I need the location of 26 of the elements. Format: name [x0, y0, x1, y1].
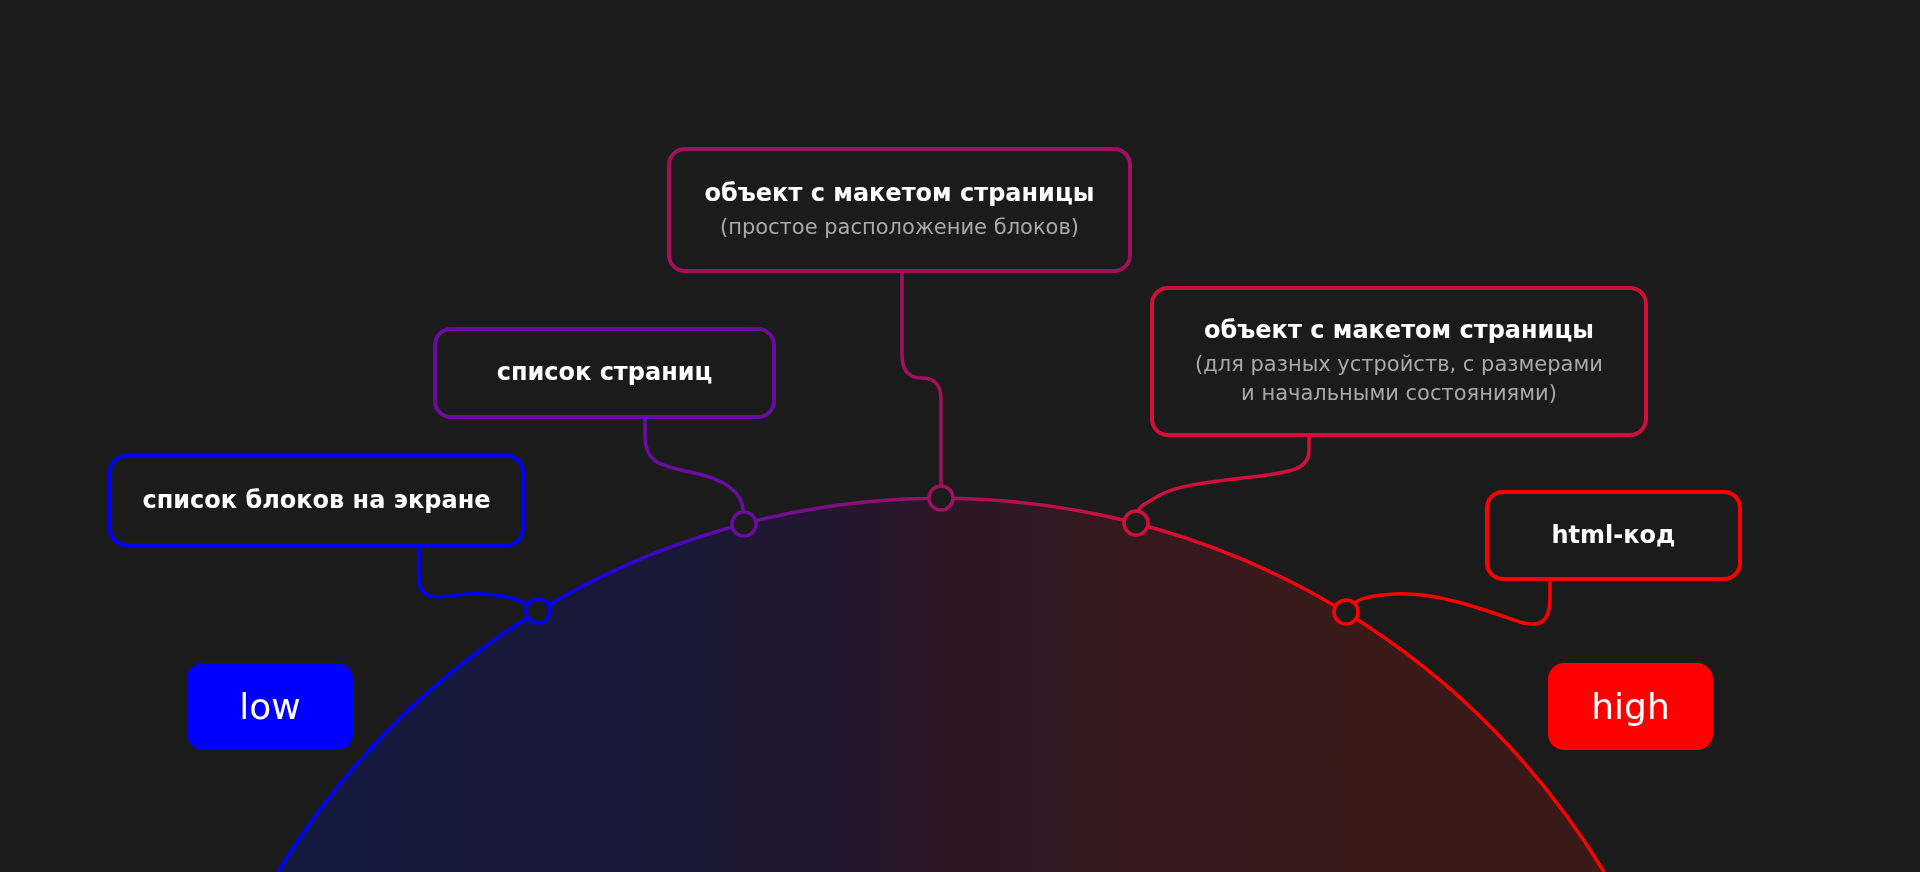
leader-line	[1137, 435, 1311, 512]
scale-end-badge	[1548, 663, 1713, 750]
box-subtitle: (для разных устройств, с размерами и начальными состояниями)	[1194, 350, 1604, 408]
callout-box	[1485, 490, 1742, 581]
scale-point-icon	[1122, 509, 1150, 537]
scale-point-icon	[927, 484, 955, 512]
leader-line	[417, 545, 528, 606]
box-title: объект с макетом страницы	[1204, 314, 1594, 346]
box-title: список блоков на экране	[142, 484, 491, 516]
box-title: список страниц	[496, 357, 713, 389]
callout-box	[1150, 286, 1648, 437]
callout-box	[433, 327, 776, 419]
scale-point-icon	[524, 597, 552, 625]
leader-line	[1353, 579, 1552, 626]
box-title: html-код	[1551, 519, 1676, 551]
scale-point-icon	[1332, 598, 1360, 626]
scale-point-icon	[730, 510, 758, 538]
scale-end-badge	[187, 663, 353, 750]
callout-box	[667, 147, 1132, 273]
box-title: объект с макетом страницы	[704, 177, 1095, 209]
callout-box	[108, 454, 525, 547]
leader-line	[900, 271, 943, 487]
leader-line	[643, 417, 745, 513]
badge-label: high	[1591, 684, 1670, 729]
badge-label: low	[239, 684, 301, 729]
box-subtitle: (простое расположение блоков)	[719, 213, 1080, 241]
